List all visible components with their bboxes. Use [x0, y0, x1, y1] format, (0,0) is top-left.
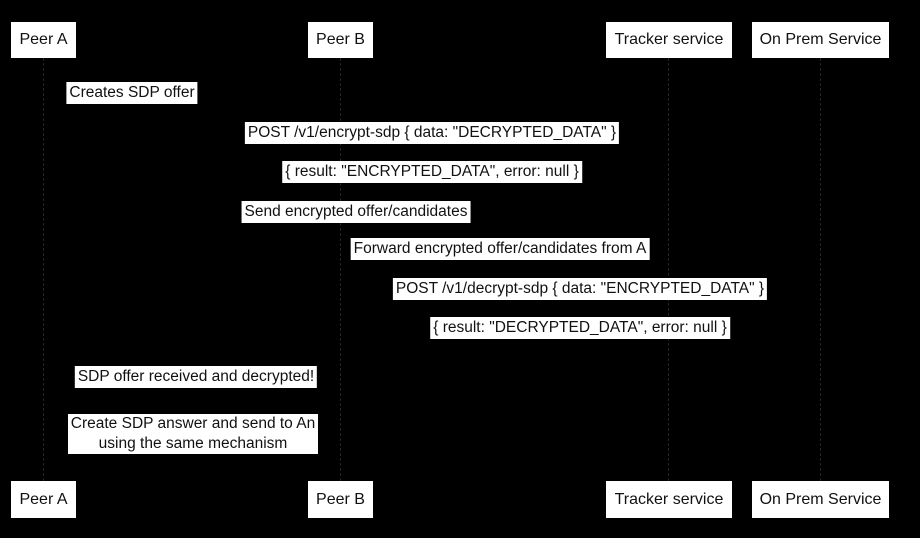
lifeline-on-prem-service: [820, 58, 821, 481]
lifeline-peer-a: [43, 58, 44, 481]
message-post-decrypt-sdp: POST /v1/decrypt-sdp { data: "ENCRYPTED_…: [392, 278, 768, 300]
note-line-1: Create SDP answer and send to An: [70, 415, 316, 432]
actor-peer-b-bottom: Peer B: [308, 481, 373, 518]
message-decrypt-result: { result: "DECRYPTED_DATA", error: null …: [430, 317, 730, 339]
actor-on-prem-service-top: On Prem Service: [752, 22, 889, 58]
actor-tracker-service-bottom: Tracker service: [606, 481, 732, 518]
message-creates-sdp-offer: Creates SDP offer: [66, 82, 198, 104]
message-forward-encrypted-offer: Forward encrypted offer/candidates from …: [350, 238, 650, 260]
actor-peer-a-bottom: Peer A: [11, 481, 76, 518]
lifeline-peer-b: [340, 58, 341, 481]
actor-tracker-service-top: Tracker service: [606, 22, 732, 58]
message-send-encrypted-offer: Send encrypted offer/candidates: [241, 201, 471, 223]
note-line-2: using the same mechanism: [98, 435, 288, 452]
message-encrypt-result: { result: "ENCRYPTED_DATA", error: null …: [282, 161, 582, 183]
lifeline-tracker-service: [668, 58, 669, 481]
note-create-sdp-answer: Create SDP answer and send to An using t…: [68, 414, 318, 454]
actor-peer-b-top: Peer B: [308, 22, 373, 58]
message-post-encrypt-sdp: POST /v1/encrypt-sdp { data: "DECRYPTED_…: [244, 122, 620, 144]
message-sdp-offer-received: SDP offer received and decrypted!: [74, 366, 318, 388]
actor-peer-a-top: Peer A: [11, 22, 76, 58]
actor-on-prem-service-bottom: On Prem Service: [752, 481, 889, 518]
